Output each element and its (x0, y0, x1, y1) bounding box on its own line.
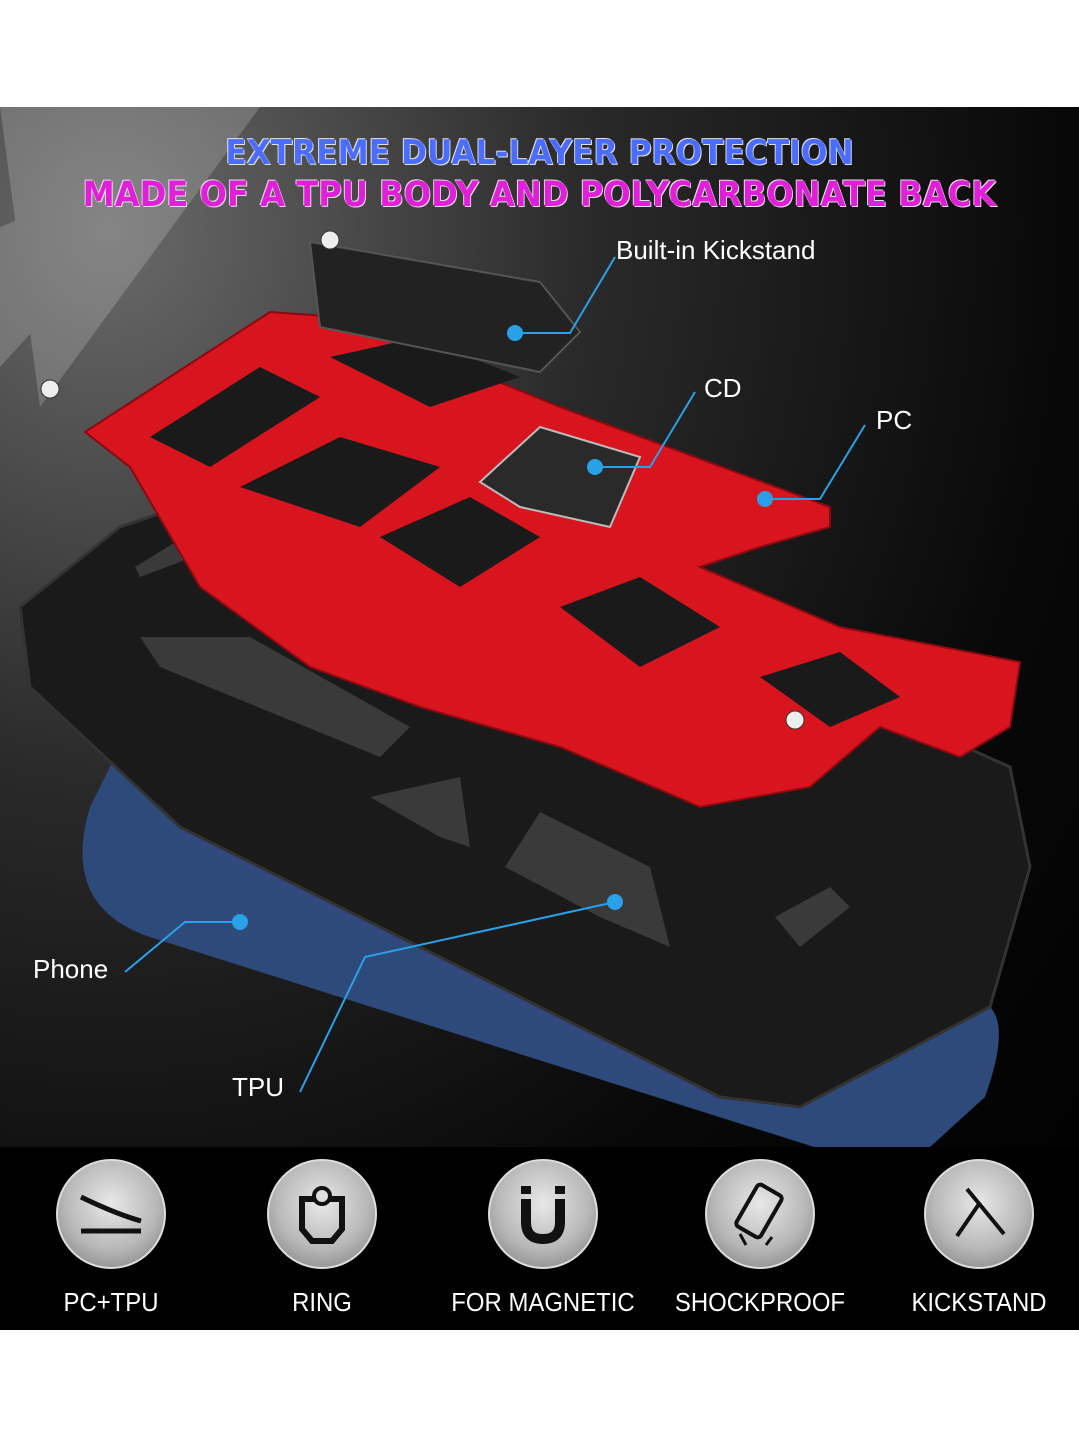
magnet-icon (488, 1159, 598, 1269)
callout-phone-label: Phone (33, 954, 109, 984)
feature-label: SHOCKPROOF (674, 1287, 846, 1317)
feature-label: FOR MAGNETIC (451, 1287, 635, 1317)
layers-icon (56, 1159, 166, 1269)
feature-ring: RING (222, 1159, 422, 1318)
feature-magnetic: FOR MAGNETIC (443, 1159, 643, 1318)
feature-shockproof: SHOCKPROOF (660, 1159, 860, 1318)
callout-pc-label: PC (876, 405, 913, 435)
feature-label: KICKSTAND (911, 1287, 1047, 1317)
cd-plate (478, 425, 642, 529)
shockproof-phone-icon (705, 1159, 815, 1269)
headline-line-1: EXTREME DUAL-LAYER PROTECTION (225, 133, 854, 173)
feature-kickstand: KICKSTAND (879, 1159, 1079, 1318)
frame-cutouts (150, 337, 900, 727)
product-infographic: EXTREME DUAL-LAYER PROTECTION MADE OF A … (0, 107, 1079, 1330)
kickstand-icon (924, 1159, 1034, 1269)
feature-label: PC+TPU (63, 1287, 159, 1317)
feature-label: RING (292, 1287, 352, 1317)
ring-holder-icon (267, 1159, 377, 1269)
case-texture-pads (135, 527, 850, 947)
callout-dots (232, 325, 773, 930)
callout-kickstand-label: Built-in Kickstand (616, 235, 816, 265)
feature-pc-tpu: PC+TPU (11, 1159, 211, 1318)
light-rays (0, 107, 260, 407)
callout-tpu-label: TPU (232, 1072, 284, 1102)
callout-lines (124, 256, 866, 1093)
headline-line-2: MADE OF A TPU BODY AND POLYCARBONATE BAC… (82, 175, 997, 215)
screws (40, 230, 805, 730)
phone-case-exploded-illustration (0, 107, 1032, 1152)
callout-cd-label: CD (704, 373, 742, 403)
